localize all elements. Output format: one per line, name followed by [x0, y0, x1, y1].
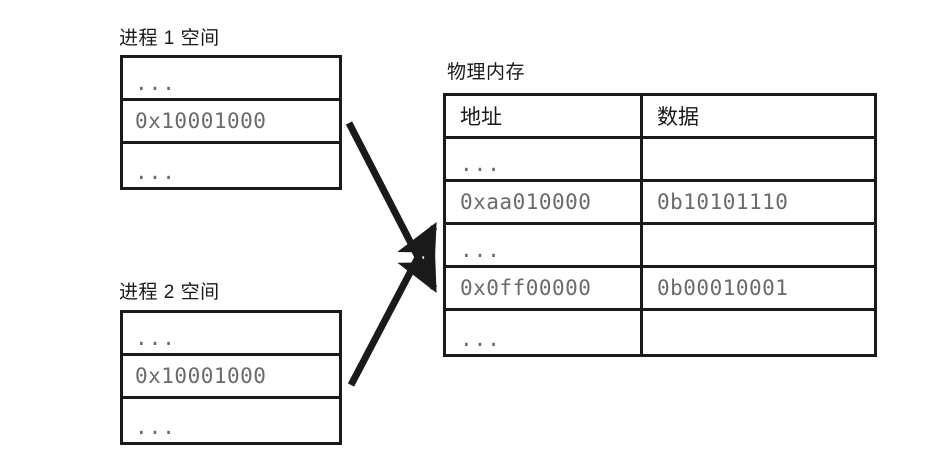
arrow-process2-to-physical [347, 222, 438, 387]
process1-row-2: ... [123, 144, 339, 187]
table-row: ... [446, 225, 874, 268]
ellipsis-text: ... [135, 325, 176, 350]
cell-address: ... [446, 311, 643, 354]
process1-virtual-address: 0x10001000 [135, 109, 267, 133]
arrow-process1-to-physical [345, 121, 438, 293]
ellipsis-text: ... [135, 159, 176, 184]
process2-address-space-box: ... 0x10001000 ... [120, 310, 342, 445]
cell-address: ... [446, 139, 643, 179]
process1-row-0: ... [123, 58, 339, 101]
cell-data [643, 139, 874, 179]
cell-data: 0b00010001 [657, 276, 789, 300]
table-row: ... [446, 311, 874, 354]
physical-memory-table: 地址 数据 ... 0xaa010000 0b10101110 .. [443, 93, 877, 357]
table-row: 0xaa010000 0b10101110 [446, 182, 874, 225]
cell-data: 0b10101110 [657, 190, 789, 214]
cell-address: 0xaa010000 [446, 182, 643, 222]
process1-address-space-box: ... 0x10001000 ... [120, 55, 342, 190]
process2-title: 进程 2 空间 [119, 282, 220, 303]
physical-memory-title: 物理内存 [447, 62, 526, 83]
process1-row-virtual-address: 0x10001000 [123, 101, 339, 144]
table-row: 0x0ff00000 0b00010001 [446, 268, 874, 311]
ellipsis-text: ... [135, 414, 176, 439]
cell-address: ... [446, 225, 643, 265]
cell-address: 0x0ff00000 [446, 268, 643, 308]
cell-data [643, 225, 874, 265]
column-header-address: 地址 [446, 96, 643, 136]
column-header-data: 数据 [657, 106, 699, 129]
process2-row-virtual-address: 0x10001000 [123, 356, 339, 399]
process2-virtual-address: 0x10001000 [135, 364, 267, 388]
process2-row-0: ... [123, 313, 339, 356]
process1-title: 进程 1 空间 [119, 28, 220, 49]
table-row: ... [446, 139, 874, 182]
table-header-row: 地址 数据 [446, 96, 874, 139]
ellipsis-text: ... [135, 70, 176, 95]
cell-data [643, 311, 874, 354]
process2-row-2: ... [123, 399, 339, 442]
